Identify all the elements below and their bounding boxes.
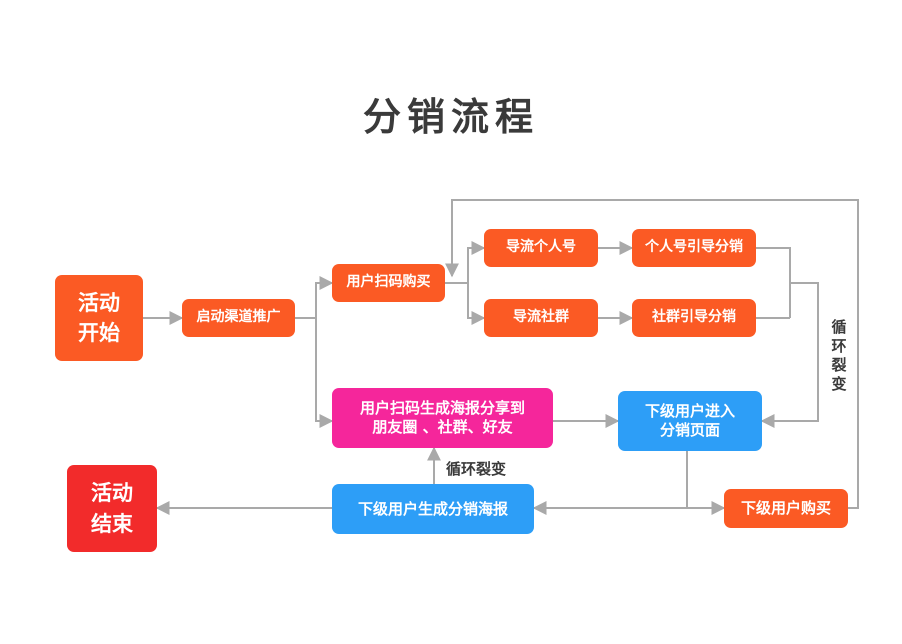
node-launch: 启动渠道推广 (182, 299, 295, 337)
edge-branch-share (315, 318, 334, 428)
node-personal-dist: 个人号引导分销 (632, 229, 756, 267)
page-title: 分销流程 (362, 95, 539, 139)
node-community: 导流社群 (484, 299, 598, 337)
edge-fork-community (467, 283, 486, 325)
loop-label-mid: 循环裂变 (446, 460, 507, 478)
node-personal: 导流个人号 (484, 229, 598, 267)
edge-fork-personal (467, 241, 486, 283)
node-community-dist: 社群引导分销 (632, 299, 756, 337)
node-scan-buy: 用户扫码购买 (332, 264, 445, 302)
edge-personaldist-merge (756, 247, 791, 318)
edge-subbuy-loop (445, 199, 859, 509)
node-end: 活动 结束 (67, 465, 157, 552)
loop-label-right: 循环裂变 (831, 318, 847, 393)
node-gen-poster: 下级用户生成分销海报 (332, 484, 534, 534)
node-share: 用户扫码生成海报分享到 朋友圈 、社群、好友 (332, 388, 553, 448)
node-sub-buy: 下级用户购买 (724, 489, 848, 528)
edge-branch-scanbuy (315, 276, 334, 318)
node-start: 活动 开始 (55, 275, 143, 361)
node-enter-page: 下级用户进入 分销页面 (618, 391, 762, 451)
edge-merge-enterpage (760, 282, 819, 428)
